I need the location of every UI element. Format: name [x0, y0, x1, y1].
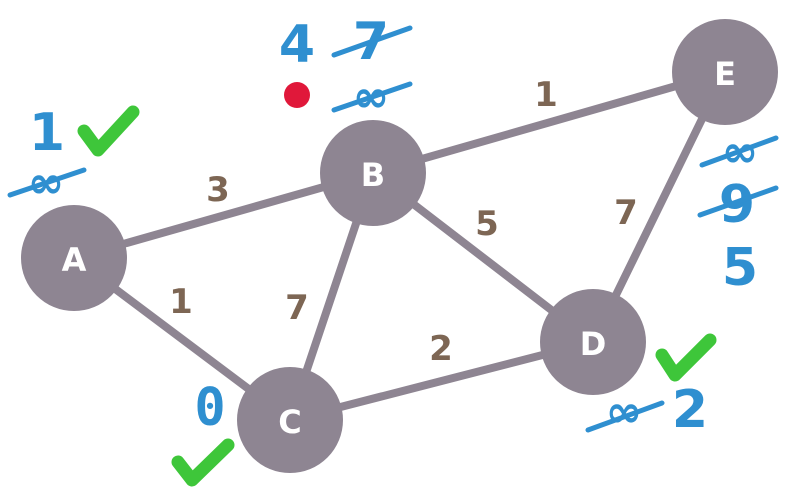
weight-b-c: 7	[285, 288, 309, 328]
node-d: D	[540, 289, 646, 395]
strike-b-2	[331, 81, 413, 113]
distance-a-current: 1	[29, 103, 65, 163]
weight-b-d: 5	[475, 204, 499, 244]
visited-check-icon-d	[655, 333, 717, 382]
weight-d-e: 7	[614, 193, 638, 233]
strike-a-1	[7, 167, 87, 198]
weight-b-e: 1	[534, 75, 558, 115]
selected-marker-icon	[284, 82, 310, 108]
distance-d-current: 2	[672, 380, 708, 440]
visited-check-icon-a	[77, 105, 140, 157]
node-a-label: A	[62, 241, 87, 279]
node-a: A	[21, 205, 127, 311]
distance-e-current: 5	[722, 238, 758, 298]
edge-b-e	[369, 68, 729, 177]
visited-check-icon-c	[171, 438, 235, 487]
node-d-label: D	[580, 325, 607, 363]
node-b: B	[320, 120, 426, 226]
strike-e-2	[697, 185, 779, 218]
distance-b-current: 4	[279, 15, 315, 75]
weight-a-c: 1	[169, 282, 193, 322]
node-c-label: C	[278, 403, 301, 441]
strike-b-1	[331, 25, 413, 58]
node-b-label: B	[361, 156, 385, 194]
node-e: E	[672, 19, 778, 125]
node-c: C	[237, 367, 343, 473]
strike-d-1	[585, 400, 665, 433]
strike-e-1	[699, 135, 779, 168]
weight-a-b: 3	[206, 170, 230, 210]
node-e-label: E	[714, 55, 736, 93]
weight-c-d: 2	[429, 329, 453, 369]
distance-c-current: 0	[194, 378, 225, 438]
